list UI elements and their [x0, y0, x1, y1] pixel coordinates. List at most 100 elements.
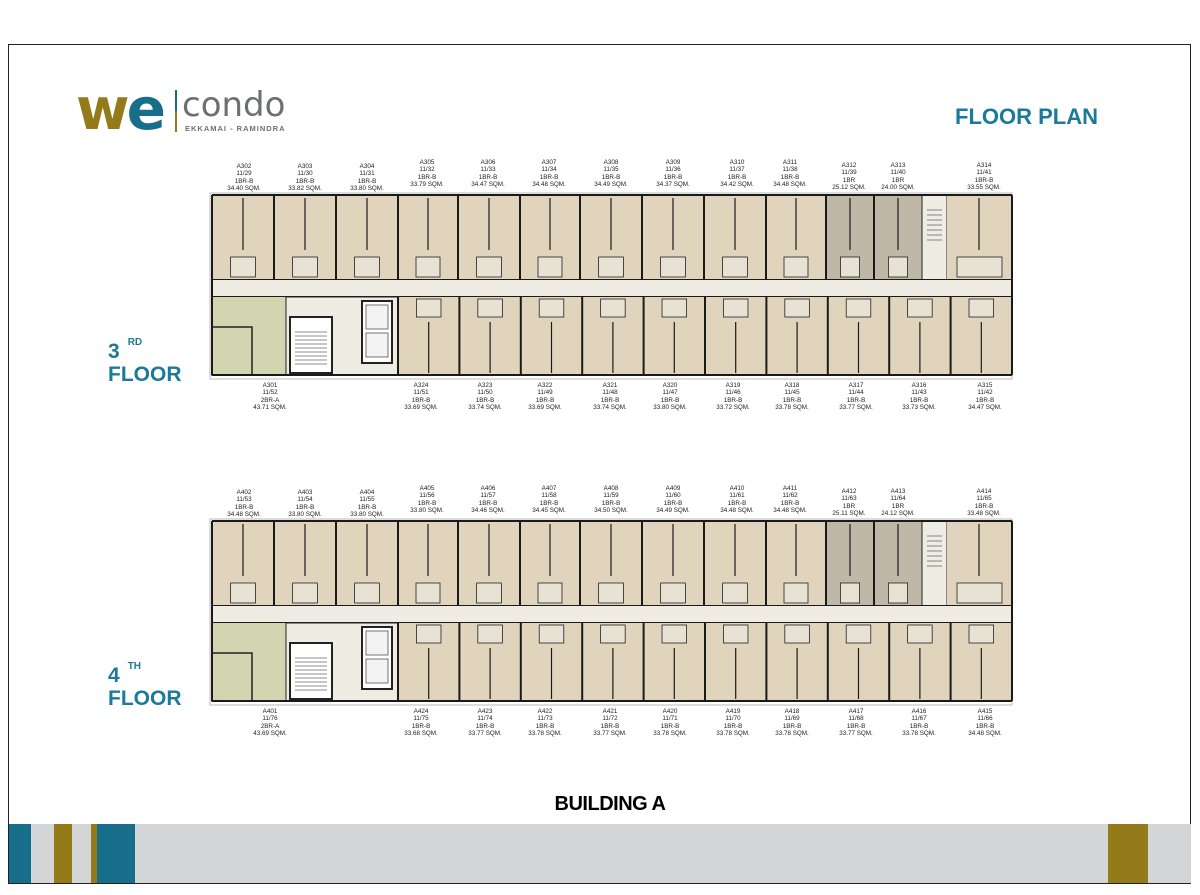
stripe-block-gold	[1108, 824, 1148, 883]
corridor	[212, 280, 1012, 297]
unit-id: A321	[602, 382, 618, 389]
unit-type: 1BR-B	[357, 503, 377, 511]
unit-code: 11/41	[976, 169, 992, 177]
unit-id: A318	[784, 382, 800, 389]
unit-code: 11/36	[665, 166, 681, 174]
unit-code: 11/47	[662, 389, 678, 397]
unit-area: 33.69 SQM.	[404, 403, 438, 411]
unit-code: 11/70	[725, 715, 741, 723]
unit-area: 25.12 SQM.	[832, 183, 866, 191]
unit-type: 1BR-B	[663, 499, 683, 507]
unit-id: A406	[480, 485, 496, 492]
unit-id: A319	[725, 382, 741, 389]
unit-type: 1BR-B	[535, 396, 555, 404]
unit-area: 33.80 SQM.	[350, 510, 384, 518]
unit-type: 1BR-B	[475, 722, 495, 730]
unit-code: 11/53	[236, 496, 252, 504]
bathroom	[537, 256, 563, 278]
unit-id: A313	[890, 162, 906, 169]
unit-code: 11/74	[477, 715, 493, 723]
unit-id: A322	[537, 382, 553, 389]
unit-area: 34.37 SQM.	[656, 180, 690, 188]
bathroom	[538, 298, 565, 318]
unit-type: 1BR-B	[478, 499, 498, 507]
unit-code: 11/31	[359, 170, 375, 178]
building-name: BUILDING A	[554, 793, 666, 815]
unit-area: 33.72 SQM.	[716, 403, 750, 411]
unit-type: 1BR-B	[727, 499, 747, 507]
stripe-block-teal	[97, 824, 135, 883]
unit-area: 34.49 SQM.	[594, 180, 628, 188]
unit-type: 1BR-B	[600, 722, 620, 730]
unit-code: 11/63	[841, 495, 857, 503]
bathroom	[598, 256, 624, 278]
stripe-block-gold	[54, 824, 72, 883]
unit-id: A323	[477, 382, 493, 389]
unit-area: 34.46 SQM.	[471, 506, 505, 514]
unit-area: 33.48 SQM.	[967, 509, 1001, 517]
bathroom	[416, 298, 442, 318]
unit-area: 33.78 SQM.	[775, 403, 809, 411]
unit-code: 11/42	[977, 389, 993, 397]
unit-code: 11/52	[262, 389, 278, 397]
unit-area: 33.77 SQM.	[468, 729, 502, 737]
bathroom	[660, 256, 686, 278]
unit-id: A324	[413, 382, 429, 389]
unit-type: 1BR-B	[535, 722, 555, 730]
unit-code: 11/33	[480, 166, 496, 174]
unit-type: 1BR	[891, 502, 905, 510]
unit-id: A311	[782, 159, 798, 166]
unit-id: A420	[662, 708, 678, 715]
unit-id: A401	[262, 708, 278, 715]
bathroom	[416, 624, 442, 644]
unit-type: 1BR-B	[780, 173, 800, 181]
elevator	[365, 630, 389, 656]
unit-id: A309	[665, 159, 681, 166]
unit-area: 33.69 SQM.	[528, 403, 562, 411]
unit-type: 1BR-B	[475, 396, 495, 404]
unit-type: 1BR-B	[411, 396, 431, 404]
bathroom	[600, 298, 626, 318]
unit-code: 11/60	[665, 492, 681, 500]
bathroom	[230, 582, 256, 604]
bathroom	[722, 256, 748, 278]
unit-id: A407	[541, 485, 557, 492]
unit-type: 1BR-B	[782, 396, 802, 404]
unit-type: 1BR-B	[846, 722, 866, 730]
unit-id: A418	[784, 708, 800, 715]
logo-divider	[175, 90, 177, 132]
unit-type: 1BR-B	[727, 173, 747, 181]
elevator	[365, 304, 389, 330]
stair-east	[921, 194, 948, 281]
unit-code: 11/57	[480, 492, 496, 500]
bathroom	[230, 256, 256, 278]
bathroom	[845, 298, 872, 318]
unit-type: 1BR-B	[539, 499, 559, 507]
unit-area: 34.48 SQM.	[532, 180, 566, 188]
bathroom	[477, 298, 503, 318]
bathroom	[845, 624, 872, 644]
unit-type: 1BR-B	[411, 722, 431, 730]
unit-id: A315	[977, 382, 993, 389]
unit-code: 11/50	[477, 389, 493, 397]
unit-area: 34.48 SQM.	[968, 729, 1002, 737]
unit-area: 33.74 SQM.	[593, 403, 627, 411]
unit-id: A307	[541, 159, 557, 166]
unit-area: 34.47 SQM.	[968, 403, 1002, 411]
unit-area: 33.77 SQM.	[839, 403, 873, 411]
unit-code: 11/75	[413, 715, 429, 723]
bathroom	[888, 256, 909, 278]
unit-type: 1BR-B	[601, 173, 621, 181]
unit-area: 34.40 SQM.	[227, 184, 261, 192]
